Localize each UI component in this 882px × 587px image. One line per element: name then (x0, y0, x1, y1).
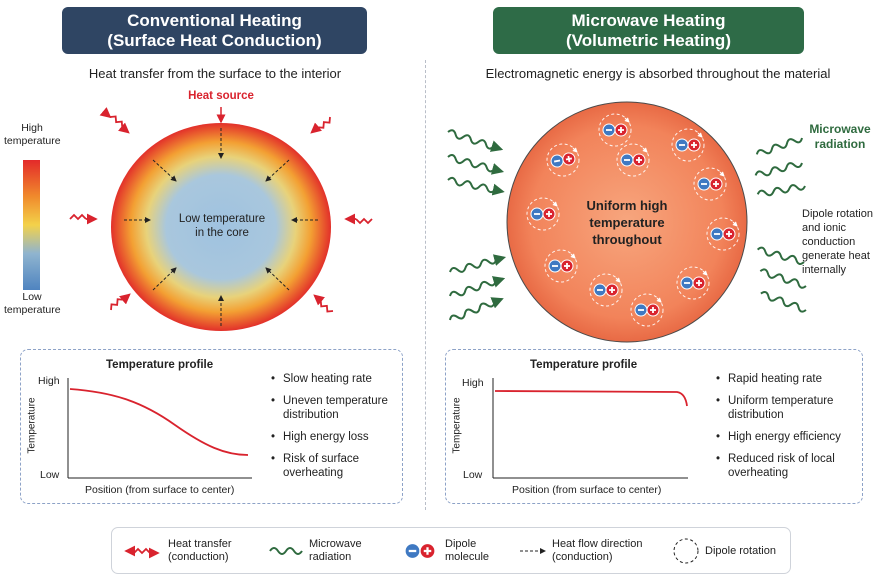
legend-line: radiation (309, 551, 352, 563)
bullet-item: Uneven temperature distribution (269, 394, 399, 422)
left-profile-title: Temperature profile (106, 359, 214, 371)
scale-high-label: High temperature (4, 122, 61, 148)
legend-microwave-label: Microwave radiation (309, 538, 362, 564)
right-x-label: Position (from surface to center) (512, 484, 662, 496)
center-line2: temperature (589, 215, 665, 230)
core-line1: Low temperature (178, 213, 266, 225)
title-line1: Conventional Heating (127, 11, 302, 30)
legend-line: Dipole (445, 538, 477, 550)
left-y-low: Low (40, 469, 60, 481)
microwave-waves-left (446, 128, 507, 324)
profile-curve (494, 390, 688, 407)
left-y-label: Temperature (26, 397, 38, 454)
scale-high-line1: High (21, 122, 43, 134)
microwave-profile-panel (445, 349, 863, 504)
microwave-waves-right (753, 134, 809, 314)
dipole-note-line: Dipole rotation (802, 208, 873, 220)
bullet-item: High energy efficiency (714, 430, 860, 444)
core-line2: in the core (195, 227, 249, 239)
profile-curve (69, 388, 249, 456)
dipole-note: Dipole rotation and ionic conduction gen… (802, 207, 882, 277)
core-label: Low temperature in the core (166, 212, 278, 240)
legend-line: molecule (445, 551, 490, 563)
left-subtitle: Heat transfer from the surface to the in… (88, 66, 342, 81)
microwave-line2: radiation (814, 137, 866, 151)
legend-dipole-rotation-icon (673, 538, 699, 564)
conventional-profile-panel (20, 349, 403, 504)
inward-heat-flow-arrows (124, 128, 318, 326)
right-y-label: Temperature (451, 397, 463, 454)
legend-line: Heat transfer (168, 538, 232, 550)
left-x-label: Position (from surface to center) (85, 484, 235, 496)
legend-icons (124, 538, 699, 564)
section-divider (425, 60, 426, 510)
right-y-high: High (462, 377, 484, 389)
heat-source-label: Heat source (188, 90, 254, 102)
microwave-line1: Microwave (809, 122, 871, 136)
legend-line: Heat flow direction (552, 538, 643, 550)
dipole-note-line: and ionic (802, 222, 847, 234)
bullet-item: Reduced risk of local overheating (714, 452, 860, 480)
conventional-sample (111, 123, 331, 331)
conduction-heat-arrows (69, 107, 373, 315)
legend-line: (conduction) (168, 551, 229, 563)
temperature-scale-bar (23, 160, 40, 290)
dipole-note-line: internally (802, 264, 847, 276)
dipole-note-line: generate heat (802, 250, 870, 262)
legend-line: (conduction) (552, 551, 613, 563)
conventional-temperature-profile (67, 378, 252, 479)
conventional-heating-title: Conventional Heating (Surface Heat Condu… (62, 7, 367, 54)
microwave-bullets: Rapid heating rate Uniform temperature d… (714, 372, 860, 488)
legend-microwave-icon (269, 547, 303, 555)
scale-high-line2: temperature (4, 135, 61, 147)
dipole-note-line: conduction (802, 236, 856, 248)
left-y-high: High (38, 375, 60, 387)
microwave-temperature-profile (492, 378, 688, 479)
legend (111, 527, 791, 574)
bullet-item: Slow heating rate (269, 372, 399, 386)
scale-low-line2: temperature (4, 304, 61, 316)
legend-dipole-rotation-label: Dipole rotation (705, 545, 776, 557)
right-subtitle: Electromagnetic energy is absorbed throu… (485, 66, 831, 81)
center-line1: Uniform high (586, 198, 668, 213)
microwave-radiation-label: Microwave radiation (800, 122, 880, 152)
legend-heat-flow-label: Heat flow direction (conduction) (552, 538, 643, 564)
microwave-heating-title: Microwave Heating (Volumetric Heating) (493, 7, 804, 54)
bullet-item: High energy loss (269, 430, 399, 444)
scale-low-line1: Low (22, 291, 42, 303)
legend-dipole-label: Dipole molecule (445, 538, 489, 564)
title-line2: (Volumetric Heating) (566, 31, 731, 50)
conventional-bullets: Slow heating rate Uneven temperature dis… (269, 372, 399, 488)
center-line3: throughout (592, 232, 662, 247)
right-y-low: Low (463, 469, 483, 481)
title-line2: (Surface Heat Conduction) (107, 31, 322, 50)
title-line1: Microwave Heating (571, 11, 726, 30)
legend-line: Microwave (309, 538, 362, 550)
bullet-item: Rapid heating rate (714, 372, 860, 386)
scale-low-label: Low temperature (4, 291, 61, 317)
uniform-temp-label: Uniform high temperature throughout (567, 197, 687, 248)
legend-heat-transfer-icon (124, 545, 160, 559)
bullet-item: Risk of surface overheating (269, 452, 399, 480)
right-profile-title: Temperature profile (530, 359, 638, 371)
bullet-item: Uniform temperature distribution (714, 394, 860, 422)
legend-heat-transfer-label: Heat transfer (conduction) (168, 538, 232, 564)
